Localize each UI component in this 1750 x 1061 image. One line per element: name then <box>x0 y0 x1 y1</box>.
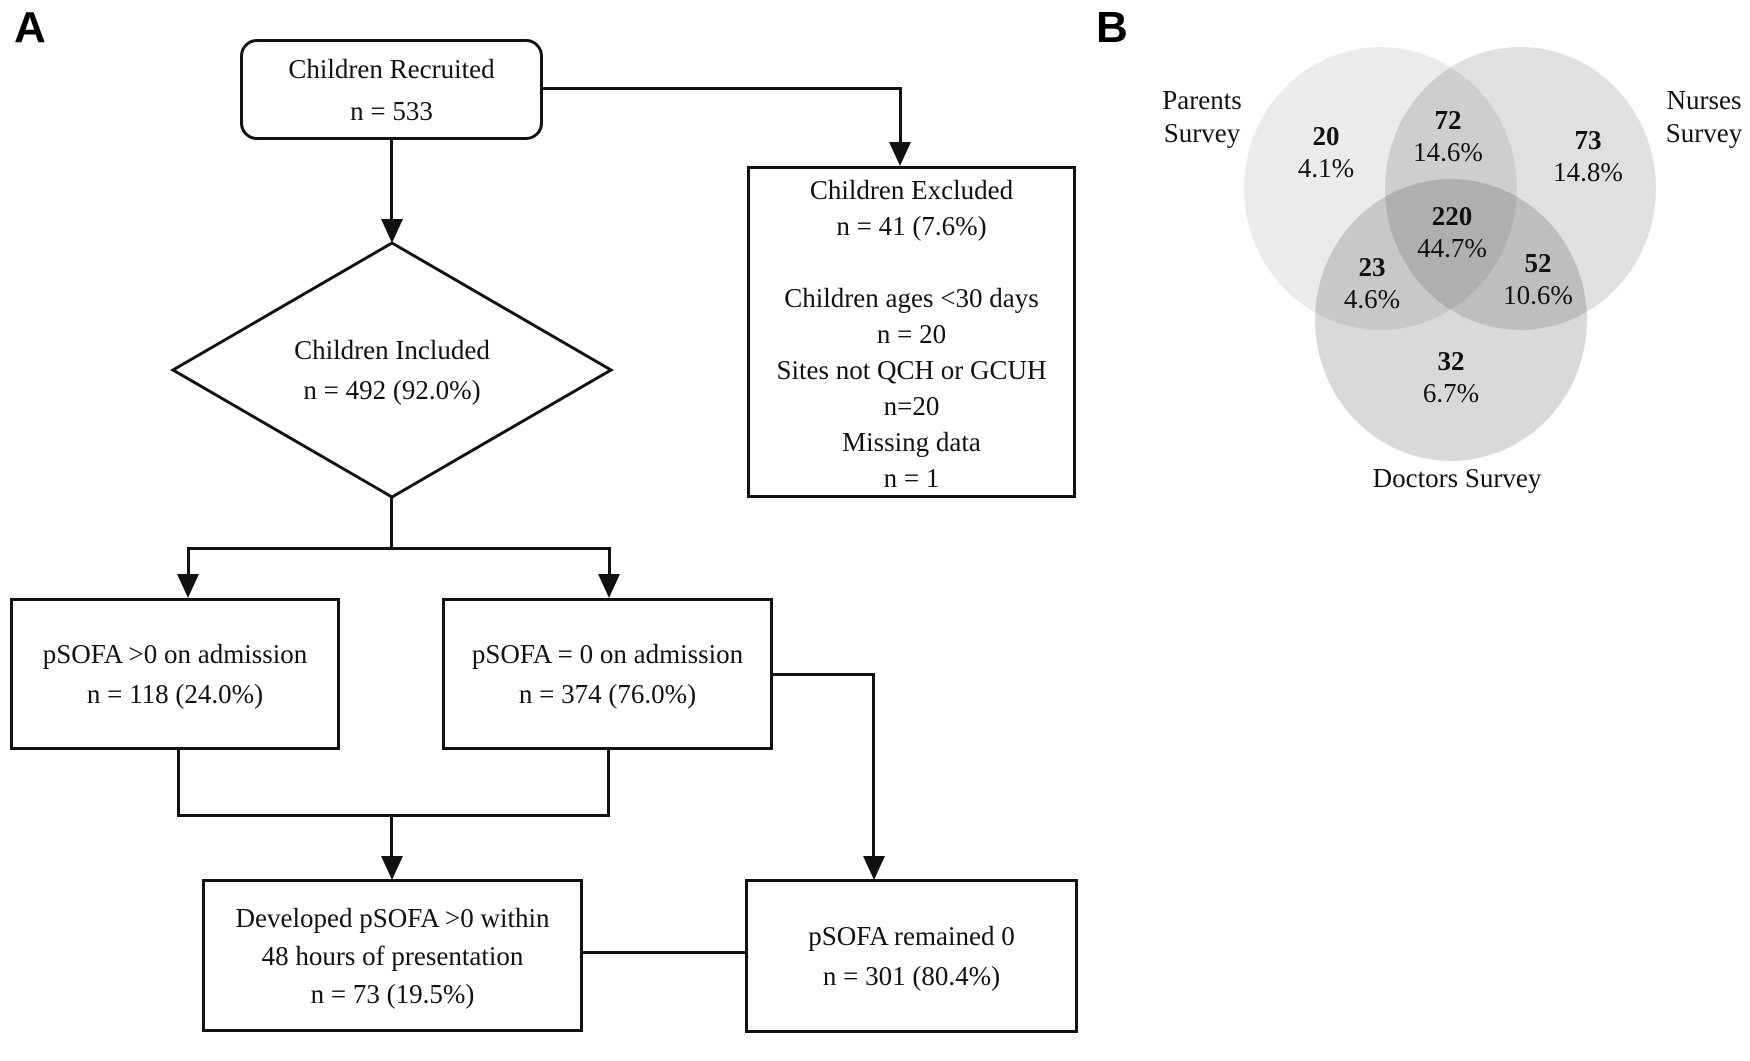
arrowhead-into-remained <box>863 856 885 880</box>
connector-recruited-to-excluded-h <box>543 87 902 90</box>
excluded-line1: Children Excluded <box>809 175 1014 205</box>
arrowhead-into-developed <box>381 856 403 880</box>
panel-a-label: A <box>14 3 46 52</box>
connector-split-right-v <box>608 547 611 576</box>
connector-developed-remained <box>583 951 745 954</box>
venn-label-parents-line1: Parents <box>1162 85 1242 115</box>
venn-circle-parents <box>1244 47 1517 330</box>
connector-psofa-zero-right-v <box>872 673 875 858</box>
connector-merge-down <box>390 814 393 858</box>
connector-psofa-positive-down <box>177 750 180 817</box>
developed-line3: n = 73 (19.5%) <box>310 978 475 1009</box>
venn-region-nurses-only: 73 14.8% <box>1508 124 1668 188</box>
connector-split-left-v <box>187 547 190 576</box>
excluded-line8: Missing data <box>842 427 981 457</box>
psofa-positive-box: pSOFA >0 on admission n = 118 (24.0%) <box>10 598 340 750</box>
venn-region-doctors-only: 32 6.7% <box>1371 345 1531 409</box>
venn-pct-nurses-only: 14.8% <box>1553 157 1623 187</box>
arrowhead-into-excluded <box>889 142 911 166</box>
psofa-zero-box: pSOFA = 0 on admission n = 374 (76.0%) <box>442 598 773 750</box>
remained-line1: pSOFA remained 0 <box>808 921 1015 951</box>
developed-line2: 48 hours of presentation <box>261 940 524 971</box>
connector-psofa-zero-right-h <box>773 673 875 676</box>
connector-split-h <box>187 547 611 550</box>
venn-count-nurses-doctors: 52 <box>1524 248 1552 278</box>
arrowhead-into-included <box>381 219 403 243</box>
excluded-line4: Children ages <30 days <box>784 283 1039 313</box>
venn-label-nurses-line2: Survey <box>1665 118 1743 148</box>
venn-region-center: 220 44.7% <box>1372 200 1532 264</box>
included-line1: Children Included <box>294 335 490 365</box>
venn-region-parents-nurses: 72 14.6% <box>1368 104 1528 168</box>
developed-box: Developed pSOFA >0 within 48 hours of pr… <box>202 879 583 1032</box>
venn-label-nurses: Nurses Survey <box>1614 84 1750 150</box>
connector-recruited-to-included <box>390 140 393 222</box>
excluded-line2: n = 41 (7.6%) <box>836 211 987 241</box>
venn-region-parents-only: 20 4.1% <box>1246 120 1406 184</box>
venn-pct-nurses-doctors: 10.6% <box>1503 280 1573 310</box>
remained-line2: n = 301 (80.4%) <box>822 961 1001 991</box>
recruited-line1: Children Recruited <box>288 53 495 84</box>
psofa-positive-line2: n = 118 (24.0%) <box>86 679 264 709</box>
venn-pct-parents-only: 4.1% <box>1297 153 1355 183</box>
remained-box: pSOFA remained 0 n = 301 (80.4%) <box>745 879 1078 1033</box>
excluded-box: Children Excluded n = 41 (7.6%) Children… <box>747 166 1076 498</box>
venn-label-parents-line2: Survey <box>1163 118 1241 148</box>
included-diamond-text: Children Included n = 492 (92.0%) <box>172 330 612 410</box>
arrowhead-into-psofa-positive <box>177 574 199 598</box>
venn-label-parents: Parents Survey <box>1112 84 1292 150</box>
venn-count-parents-nurses: 72 <box>1434 105 1462 135</box>
venn-count-parents-doctors: 23 <box>1358 252 1386 282</box>
venn-count-nurses-only: 73 <box>1574 125 1602 155</box>
panel-b-label: B <box>1096 3 1128 52</box>
excluded-line5: n = 20 <box>876 319 947 349</box>
connector-merge-h <box>177 814 610 817</box>
venn-region-nurses-doctors: 52 10.6% <box>1458 247 1618 311</box>
venn-label-doctors-line1: Doctors Survey <box>1372 463 1542 493</box>
recruited-box: Children Recruited n = 533 <box>240 39 543 140</box>
venn-count-center: 220 <box>1431 201 1473 231</box>
included-line2: n = 492 (92.0%) <box>303 375 481 405</box>
arrowhead-into-psofa-zero <box>598 574 620 598</box>
excluded-line6: Sites not QCH or GCUH <box>776 355 1047 385</box>
developed-line1: Developed pSOFA >0 within <box>235 902 550 933</box>
psofa-zero-line1: pSOFA = 0 on admission <box>471 639 744 669</box>
venn-pct-parents-doctors: 4.6% <box>1343 284 1401 314</box>
psofa-positive-line1: pSOFA >0 on admission <box>42 639 308 669</box>
connector-psofa-zero-down <box>607 750 610 817</box>
venn-region-parents-doctors: 23 4.6% <box>1292 251 1452 315</box>
venn-pct-parents-nurses: 14.6% <box>1413 137 1483 167</box>
psofa-zero-line2: n = 374 (76.0%) <box>518 679 697 709</box>
connector-recruited-to-excluded-v <box>899 87 902 144</box>
recruited-line2: n = 533 <box>350 95 433 126</box>
venn-pct-center: 44.7% <box>1417 233 1487 263</box>
venn-circle-nurses <box>1385 47 1656 330</box>
included-diamond-shape <box>170 241 614 499</box>
venn-count-doctors-only: 32 <box>1437 346 1465 376</box>
venn-pct-doctors-only: 6.7% <box>1422 378 1480 408</box>
venn-label-nurses-line1: Nurses <box>1666 85 1742 115</box>
venn-count-parents-only: 20 <box>1312 121 1340 151</box>
excluded-line3-blank <box>750 244 1073 280</box>
connector-included-down <box>390 495 393 550</box>
venn-label-doctors: Doctors Survey <box>1357 462 1557 495</box>
venn-circle-doctors <box>1315 179 1587 461</box>
excluded-line9: n = 1 <box>883 463 940 493</box>
excluded-line7: n=20 <box>883 391 940 421</box>
